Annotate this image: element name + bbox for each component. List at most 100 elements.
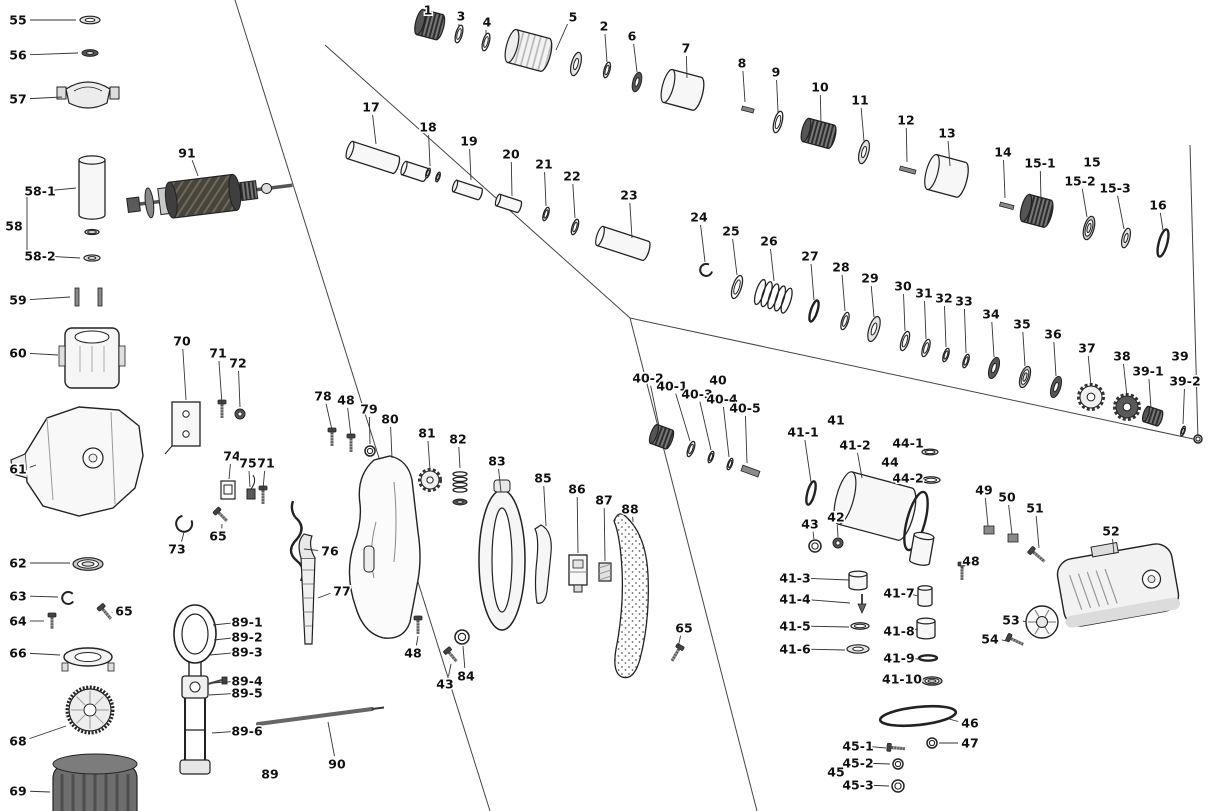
part-number-label: 55 (9, 13, 26, 28)
part-cyl (916, 617, 936, 640)
part-cyl (595, 225, 651, 261)
handle-cover (613, 513, 649, 679)
part-number-label: 27 (801, 249, 818, 264)
part-number-label: 29 (861, 271, 878, 286)
part-number-label: 40-3 (681, 387, 712, 402)
part-number-label: 71 (257, 456, 274, 471)
part-number-label: 59 (9, 293, 26, 308)
part-number-label: 16 (1149, 198, 1167, 213)
part-knurl (800, 117, 837, 149)
part-number-label: 60 (9, 346, 27, 361)
cable-boot (298, 533, 316, 645)
side-handle (478, 479, 526, 631)
part-number-label: 11 (851, 93, 868, 108)
part-number-label: 39 (1171, 349, 1188, 364)
part-cyl (924, 153, 969, 198)
part-number-label: 89-6 (231, 724, 263, 739)
part-number-label: 41 (827, 413, 844, 428)
part-ring (942, 347, 950, 363)
part-ring (921, 476, 941, 484)
part-number-label: 24 (690, 210, 708, 225)
part-ring (921, 448, 939, 456)
part-number-label: 76 (321, 544, 339, 559)
part-oring (903, 490, 929, 552)
depth-rod (256, 706, 385, 726)
part-number-label: 44-1 (892, 436, 923, 451)
part-cyl (494, 193, 523, 214)
part-number-label: 54 (981, 632, 999, 647)
part-cyl (400, 160, 429, 183)
part-strip85 (534, 524, 552, 604)
part-number-label: 64 (9, 614, 27, 629)
part-number-label: 45-3 (842, 778, 873, 793)
part-number-label: 40-1 (656, 379, 687, 394)
part-gear (1077, 383, 1105, 411)
part-number-label: 87 (595, 493, 612, 508)
fan (65, 685, 115, 735)
part-number-label: 15-1 (1024, 156, 1055, 171)
part-number-label: 39-2 (1169, 374, 1200, 389)
part-number-label: 48 (337, 393, 354, 408)
part-dark (81, 49, 99, 57)
part-ring (840, 311, 850, 331)
part-number-label: 89-1 (231, 615, 262, 630)
part-number-label: 88 (621, 502, 638, 517)
part-gear (418, 468, 442, 492)
part-number-label: 41-8 (883, 624, 914, 639)
part-number-label: 45-2 (842, 756, 873, 771)
part-number-label: 89-5 (231, 686, 262, 701)
part-number-label: 44 (881, 455, 899, 470)
part-number-label: 15 (1083, 155, 1100, 170)
part-ring (542, 206, 550, 222)
part-number-label: 58-2 (24, 249, 55, 264)
part-number-label: 10 (811, 80, 829, 95)
part-ring (602, 61, 612, 79)
part-number-label: 41-5 (779, 619, 810, 634)
part-number-label: 58-1 (24, 184, 55, 199)
part-screw (96, 603, 112, 620)
part-number-label: 40-5 (729, 401, 760, 416)
part-number-label: 33 (955, 294, 972, 309)
part-number-label: 53 (1002, 613, 1019, 628)
part-screw (443, 646, 458, 663)
part-number-label: 6 (628, 29, 637, 44)
part-dark (1049, 375, 1063, 399)
part-disc (570, 51, 582, 77)
part-knurl (1141, 405, 1164, 427)
part-number-label: 3 (457, 9, 466, 24)
part-number-label: 15-2 (1064, 174, 1095, 189)
part-number-label: 50 (998, 490, 1016, 505)
part-ring (772, 110, 784, 134)
part-number-label: 15-3 (1099, 181, 1130, 196)
part-oring (1156, 228, 1170, 258)
part-number-label: 61 (9, 462, 26, 477)
part-number-label: 41-9 (883, 651, 914, 666)
part-ring (1180, 425, 1186, 437)
part-valve (857, 594, 867, 614)
part-cyl (345, 140, 401, 175)
air-baffle (61, 647, 115, 672)
impeller (1025, 605, 1059, 639)
part-cyl (908, 531, 935, 566)
part-number-label: 78 (314, 389, 331, 404)
part-number-label: 26 (760, 234, 778, 249)
part-pin (898, 165, 917, 175)
part-coil (753, 278, 793, 314)
part-disc (1120, 227, 1132, 249)
part-clipC (175, 514, 194, 533)
part-number-label: 86 (568, 482, 586, 497)
part-number-label: 63 (9, 589, 26, 604)
part-number-label: 41-7 (883, 586, 914, 601)
part-number-label: 89 (261, 767, 278, 782)
part-screw (1005, 633, 1024, 646)
part-number-label: 58 (5, 219, 22, 234)
part-number-label: 18 (419, 120, 436, 135)
part-screw (1027, 546, 1046, 563)
part-grom (832, 537, 844, 549)
part-number-label: 43 (436, 677, 453, 692)
part-dark (987, 356, 1001, 380)
part-ring (425, 167, 431, 179)
part-washerF (454, 629, 470, 645)
part-number-label: 66 (9, 646, 27, 661)
